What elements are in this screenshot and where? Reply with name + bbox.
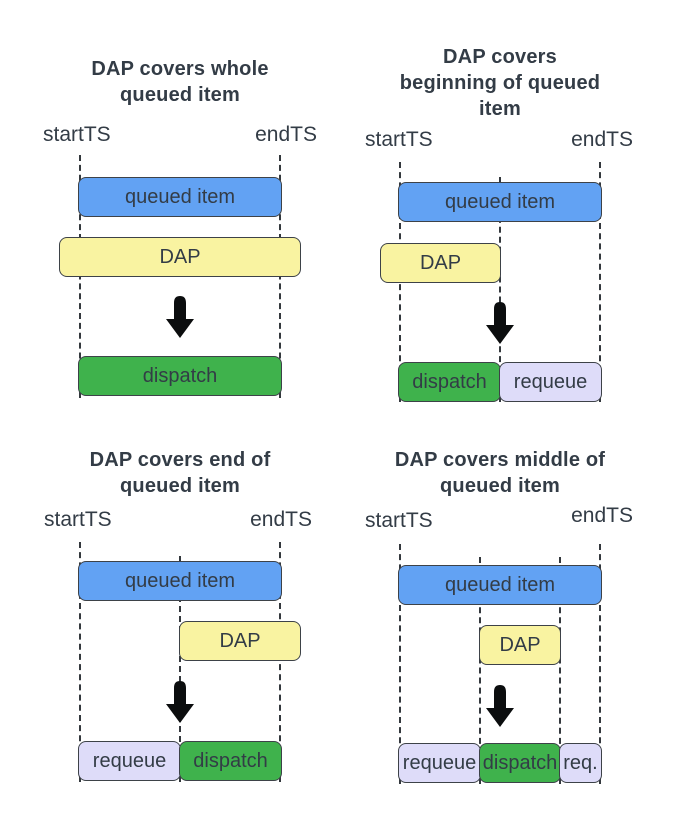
dispatch-bar: dispatch — [179, 741, 282, 781]
title-line: queued item — [120, 84, 240, 106]
down-arrow-icon — [483, 300, 517, 346]
down-arrow-icon — [483, 683, 517, 729]
title-line: queued item — [120, 475, 240, 497]
title-line: DAP covers whole — [91, 58, 269, 80]
queued-item-bar: queued item — [398, 565, 602, 605]
requeue-bar: requeue — [398, 743, 481, 783]
startts-label: startTS — [365, 128, 433, 151]
quadrant-whole: DAP covers whole queued item startTS end… — [0, 0, 340, 420]
dap-bar: DAP — [479, 625, 561, 665]
endts-label: endTS — [571, 504, 633, 527]
dispatch-bar: dispatch — [78, 356, 282, 396]
dashed-line-end — [279, 542, 281, 782]
dispatch-bar: dispatch — [479, 743, 561, 783]
title-line: item — [479, 98, 521, 120]
endts-label: endTS — [571, 128, 633, 151]
dashed-line-start — [399, 544, 401, 784]
title-line: DAP covers middle of — [394, 449, 606, 471]
dashed-line-end — [599, 544, 601, 784]
quadrant-title: DAP covers beginning of queued item — [340, 44, 660, 122]
dashed-line-start — [79, 542, 81, 782]
down-arrow-icon — [163, 294, 197, 340]
requeue-bar: requeue — [499, 362, 602, 402]
endts-label: endTS — [255, 123, 317, 146]
quadrant-end: DAP covers end of queued item startTS en… — [0, 420, 340, 824]
quadrant-title: DAP covers middle of queued item — [340, 447, 660, 499]
dispatch-bar: dispatch — [398, 362, 501, 402]
queued-item-bar: queued item — [398, 182, 602, 222]
quadrant-title: DAP covers end of queued item — [20, 447, 340, 499]
quadrant-title: DAP covers whole queued item — [20, 56, 340, 108]
title-line: DAP covers — [443, 46, 557, 68]
queued-item-bar: queued item — [78, 561, 282, 601]
dashed-line-mid — [179, 556, 181, 782]
startts-label: startTS — [365, 509, 433, 532]
requeue-bar: requeue — [78, 741, 181, 781]
dap-bar: DAP — [59, 237, 301, 277]
quadrant-middle: DAP covers middle of queued item startTS… — [340, 420, 680, 824]
title-line: DAP covers end of — [89, 449, 271, 471]
startts-label: startTS — [43, 123, 111, 146]
dashed-line-mid — [499, 177, 501, 402]
title-line: beginning of queued — [399, 72, 601, 94]
dashed-line-mid-right — [559, 557, 561, 784]
dap-bar: DAP — [380, 243, 501, 283]
dap-bar: DAP — [179, 621, 301, 661]
down-arrow-icon — [163, 679, 197, 725]
queued-item-bar: queued item — [78, 177, 282, 217]
dashed-line-mid-left — [479, 557, 481, 784]
startts-label: startTS — [44, 508, 112, 531]
title-line: queued item — [440, 475, 560, 497]
quadrant-beginning: DAP covers beginning of queued item star… — [340, 0, 680, 420]
requeue-short-bar: req. — [559, 743, 602, 783]
endts-label: endTS — [250, 508, 312, 531]
dashed-line-end — [599, 162, 601, 402]
